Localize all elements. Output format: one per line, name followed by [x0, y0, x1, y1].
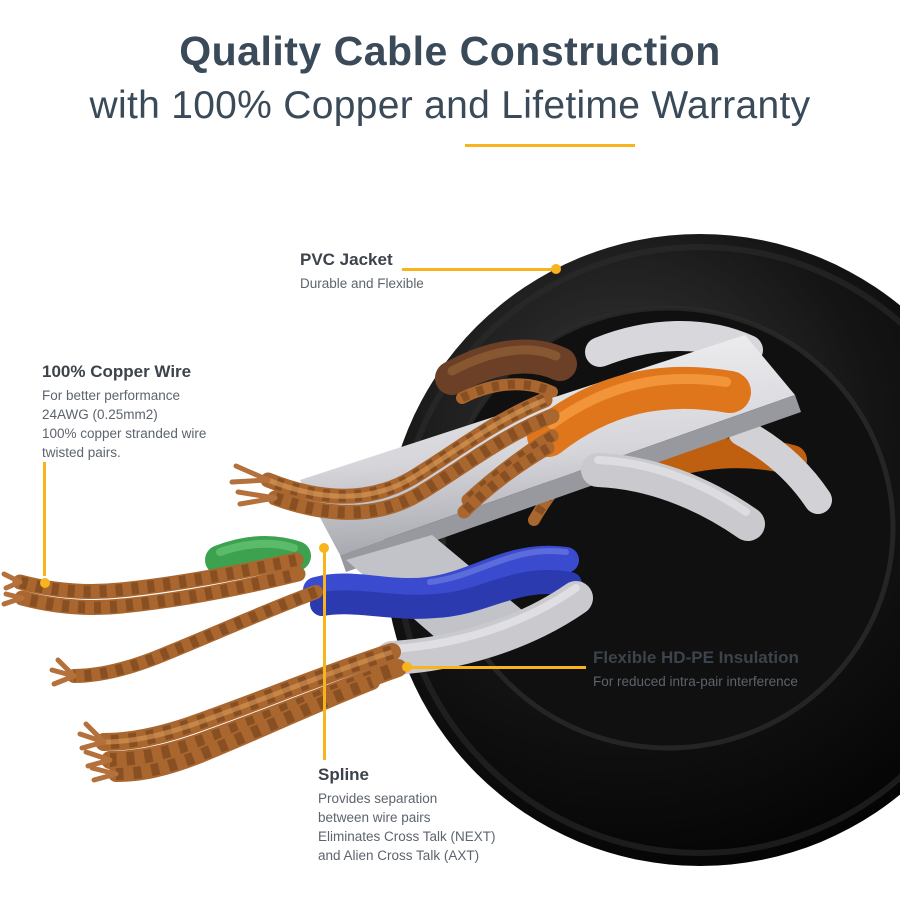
page-title: Quality Cable Construction	[179, 28, 721, 74]
blue-pair	[303, 545, 582, 619]
callout-hdpe-insulation-line	[410, 666, 586, 669]
callout-copper-wire-dot	[40, 578, 50, 588]
callout-copper-wire-desc-3: 100% copper stranded wire	[42, 426, 207, 441]
copper-strand-mid	[49, 585, 323, 687]
callout-pvc-jacket-title: PVC Jacket	[300, 250, 393, 269]
copper-pair-center	[229, 392, 560, 520]
callout-spline-dot	[319, 543, 329, 553]
callout-hdpe-insulation-title: Flexible HD-PE Insulation	[593, 648, 799, 667]
page-subtitle: with 100% Copper and Lifetime Warranty	[89, 84, 811, 127]
callout-spline-desc-1: Provides separation	[318, 791, 438, 806]
inner-wires-front	[457, 366, 765, 541]
callout-copper-wire-line	[43, 462, 46, 576]
callout-spline-line	[323, 552, 326, 760]
copper-pair-left	[1, 552, 306, 616]
callout-spline-desc-2: between wire pairs	[318, 810, 431, 825]
callout-pvc-jacket-desc: Durable and Flexible	[300, 276, 424, 291]
callout-pvc-jacket-line	[402, 268, 554, 271]
title-underline	[465, 144, 635, 147]
callout-spline-desc-4: and Alien Cross Talk (AXT)	[318, 848, 480, 863]
callout-spline: Spline Provides separation between wire …	[318, 765, 496, 865]
callout-copper-wire: 100% Copper Wire For better performance …	[42, 362, 206, 462]
gray-wire-bottom	[375, 581, 593, 675]
callout-copper-wire-desc-4: twisted pairs.	[42, 445, 121, 460]
callout-hdpe-insulation-desc: For reduced intra-pair interference	[593, 674, 798, 689]
callout-hdpe-insulation-dot	[402, 662, 412, 672]
callout-spline-title: Spline	[318, 765, 370, 784]
callout-spline-desc-3: Eliminates Cross Talk (NEXT)	[318, 829, 496, 844]
callout-copper-wire-desc-1: For better performance	[42, 388, 181, 403]
callout-copper-wire-desc-2: 24AWG (0.25mm2)	[42, 407, 158, 422]
callout-copper-wire-title: 100% Copper Wire	[42, 362, 192, 381]
callout-pvc-jacket-dot	[551, 264, 561, 274]
callout-pvc-jacket: PVC Jacket Durable and Flexible	[300, 250, 424, 293]
callout-hdpe-insulation: Flexible HD-PE Insulation For reduced in…	[593, 648, 799, 691]
